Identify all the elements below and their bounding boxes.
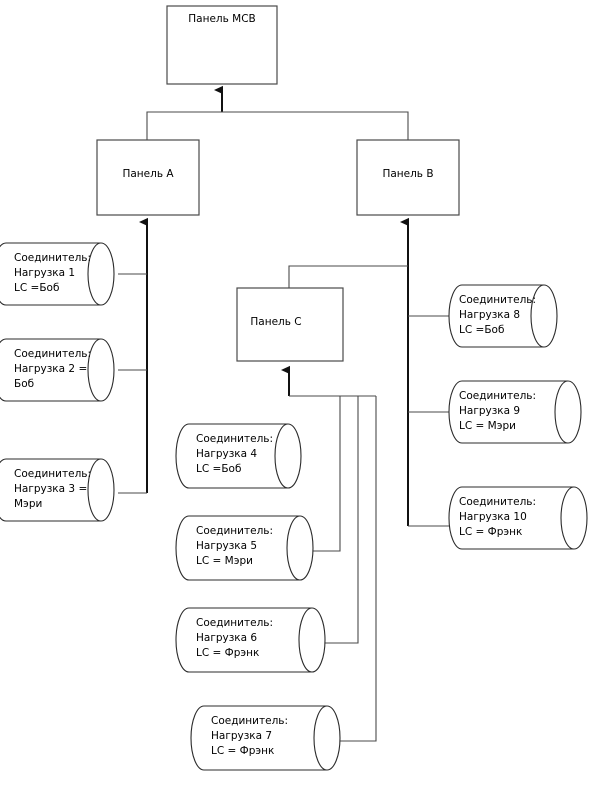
load4-line-2: LC =Боб [196,463,241,475]
load4-line-1: Нагрузка 4 [196,448,257,460]
load7-line-2: LC = Фрэнк [211,745,274,757]
load8-line-2: LC =Боб [459,324,504,336]
load3-line-1: Нагрузка 3 = [14,483,87,495]
panel-node-a-label: Панель А [122,168,174,180]
load6-line-1: Нагрузка 6 [196,632,257,644]
edge-panel-c-trunk [281,365,377,742]
load8-line-0: Соединитель: [459,294,536,306]
load8-line-1: Нагрузка 8 [459,309,520,321]
load-cylinder-load6[interactable]: Соединитель: Нагрузка 6 LC = Фрэнк [175,607,326,673]
load5-line-0: Соединитель: [196,525,273,537]
load10-line-1: Нагрузка 10 [459,511,527,523]
load10-line-2: LC = Фрэнк [459,526,522,538]
load1-line-1: Нагрузка 1 [14,267,75,279]
panel-node-mcb[interactable]: Панель МСВ [166,5,278,85]
load9-line-0: Соединитель: [459,390,536,402]
panel-node-c-label: Панель С [250,316,301,328]
load7-line-0: Соединитель: [211,715,288,727]
load-cylinder-load8[interactable]: Соединитель: Нагрузка 8 LC =Боб [448,284,558,348]
load5-line-1: Нагрузка 5 [196,540,257,552]
load9-line-2: LC = Мэри [459,420,516,432]
load-cylinder-load4[interactable]: Соединитель: Нагрузка 4 LC =Боб [175,423,302,489]
load-cylinder-load7[interactable]: Соединитель: Нагрузка 7 LC = Фрэнк [190,705,341,771]
load2-line-2: Боб [14,378,34,390]
edge-panel-b-trunk [400,217,449,527]
panel-node-a[interactable]: Панель А [96,139,200,216]
load-cylinder-load9[interactable]: Соединитель: Нагрузка 9 LC = Мэри [448,380,582,444]
load4-line-0: Соединитель: [196,433,273,445]
load6-line-2: LC = Фрэнк [196,647,259,659]
load-cylinder-load10[interactable]: Соединитель: Нагрузка 10 LC = Фрэнк [448,486,588,550]
panel-node-b[interactable]: Панель В [356,139,460,216]
load-cylinder-load1[interactable]: Соединитель: Нагрузка 1 LC =Боб [0,242,115,306]
load1-line-2: LC =Боб [14,282,59,294]
load5-line-2: LC = Мэри [196,555,253,567]
panel-node-b-label: Панель В [382,168,433,180]
load-cylinder-load2[interactable]: Соединитель: Нагрузка 2 = Боб [0,338,115,402]
load7-line-1: Нагрузка 7 [211,730,272,742]
load3-line-2: Мэри [14,498,42,510]
load10-line-0: Соединитель: [459,496,536,508]
edge-panel-b-to-panel-c [288,265,408,288]
edge-panel-a-trunk [118,217,148,494]
load1-line-0: Соединитель: [14,252,91,264]
load-cylinder-load3[interactable]: Соединитель: Нагрузка 3 = Мэри [0,458,115,522]
load3-line-0: Соединитель: [14,468,91,480]
load2-line-0: Соединитель: [14,348,91,360]
panel-node-c[interactable]: Панель С [236,287,344,362]
edge-mcb-bus [146,85,409,140]
load6-line-0: Соединитель: [196,617,273,629]
panel-node-mcb-label: Панель МСВ [188,13,256,25]
load9-line-1: Нагрузка 9 [459,405,520,417]
load-cylinder-load5[interactable]: Соединитель: Нагрузка 5 LC = Мэри [175,515,314,581]
load2-line-1: Нагрузка 2 = [14,363,87,375]
